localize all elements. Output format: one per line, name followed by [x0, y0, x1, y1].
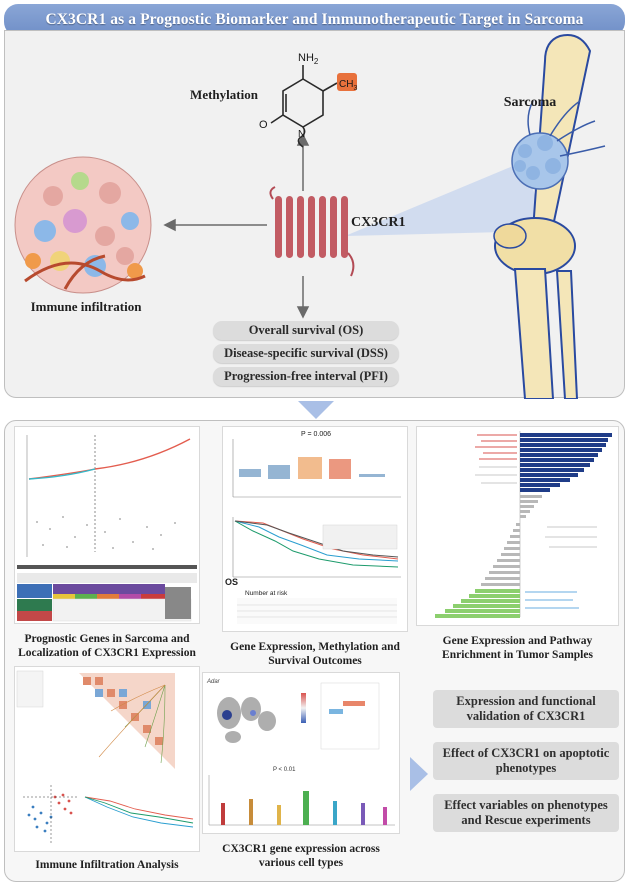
prognostic-genes-caption: Prognostic Genes in Sarcoma and Localiza…	[18, 633, 196, 659]
number-at-risk-label: Number at risk	[245, 590, 288, 597]
overview-illustration: NH2 CH3 O N	[14, 34, 606, 399]
focus-beam	[345, 161, 545, 236]
immune-infiltration-label: Immune infiltration	[30, 299, 142, 314]
ch3-label: CH3	[339, 79, 357, 92]
scatter-points-blue	[27, 805, 53, 833]
immune-analysis-figure	[14, 666, 200, 852]
nitrogen-label: N	[298, 129, 305, 140]
validation-step-1: Expression and functional validation of …	[433, 690, 619, 728]
leg-bone-illustration	[493, 34, 592, 399]
down-arrow	[298, 401, 334, 419]
outcome-pfi: Progression-free interval (PFI)	[213, 367, 399, 386]
outcome-os: Overall survival (OS)	[213, 321, 399, 340]
violin-pvalue: P < 0.01	[273, 767, 296, 773]
immune-analysis-caption: Immune Infiltration Analysis	[35, 859, 179, 871]
prognostic-genes-figure	[14, 426, 200, 624]
survival-caption: Gene Expression, Methylation and Surviva…	[230, 641, 400, 667]
sarcoma-tumor	[511, 100, 606, 190]
right-arrow	[410, 757, 428, 791]
umap-label: Adar	[206, 679, 221, 685]
enrichment-caption: Gene Expression and Pathway Enrichment i…	[442, 635, 593, 661]
survival-figure: P = 0.006 OS Number at risk	[222, 426, 408, 632]
scatter-points-red	[53, 793, 73, 815]
validation-step-3: Effect variables on phenotypes and Rescu…	[433, 794, 619, 832]
outcome-dss: Disease-specific survival (DSS)	[213, 344, 399, 363]
methylation-label: Methylation	[190, 87, 258, 102]
receptor-label: CX3CR1	[351, 215, 406, 230]
validation-step-2: Effect of CX3CR1 on apoptotic phenotypes	[433, 742, 619, 780]
ch3-highlight	[337, 73, 357, 91]
cell-type-figure: Adar P < 0.01	[202, 672, 400, 834]
cx3cr1-receptor	[269, 186, 355, 277]
methyl-cytosine-structure	[270, 65, 338, 148]
neutral-bars	[481, 495, 542, 586]
enriched-up-bars	[520, 433, 612, 492]
page-title: CX3CR1 as a Prognostic Biomarker and Imm…	[45, 11, 584, 28]
enriched-down-bars	[435, 589, 520, 618]
sarcoma-label: Sarcoma	[503, 95, 557, 110]
correlation-heatmap	[79, 673, 175, 769]
enrichment-figure	[416, 426, 619, 626]
oxygen-label: O	[259, 119, 268, 131]
nh2-label: NH2	[298, 52, 319, 66]
immune-cell-cluster	[14, 156, 152, 294]
umap-clusters	[217, 697, 276, 743]
cell-type-caption: CX3CR1 gene expression across various ce…	[222, 843, 380, 869]
flow-arrows	[163, 133, 310, 319]
boxplot-pvalue: P = 0.006	[301, 431, 331, 438]
violin-plots	[221, 791, 387, 825]
overview-panel: NH2 CH3 O N Methylation Sarcoma CX3CR1 I…	[4, 30, 625, 399]
os-label: OS	[225, 577, 238, 587]
